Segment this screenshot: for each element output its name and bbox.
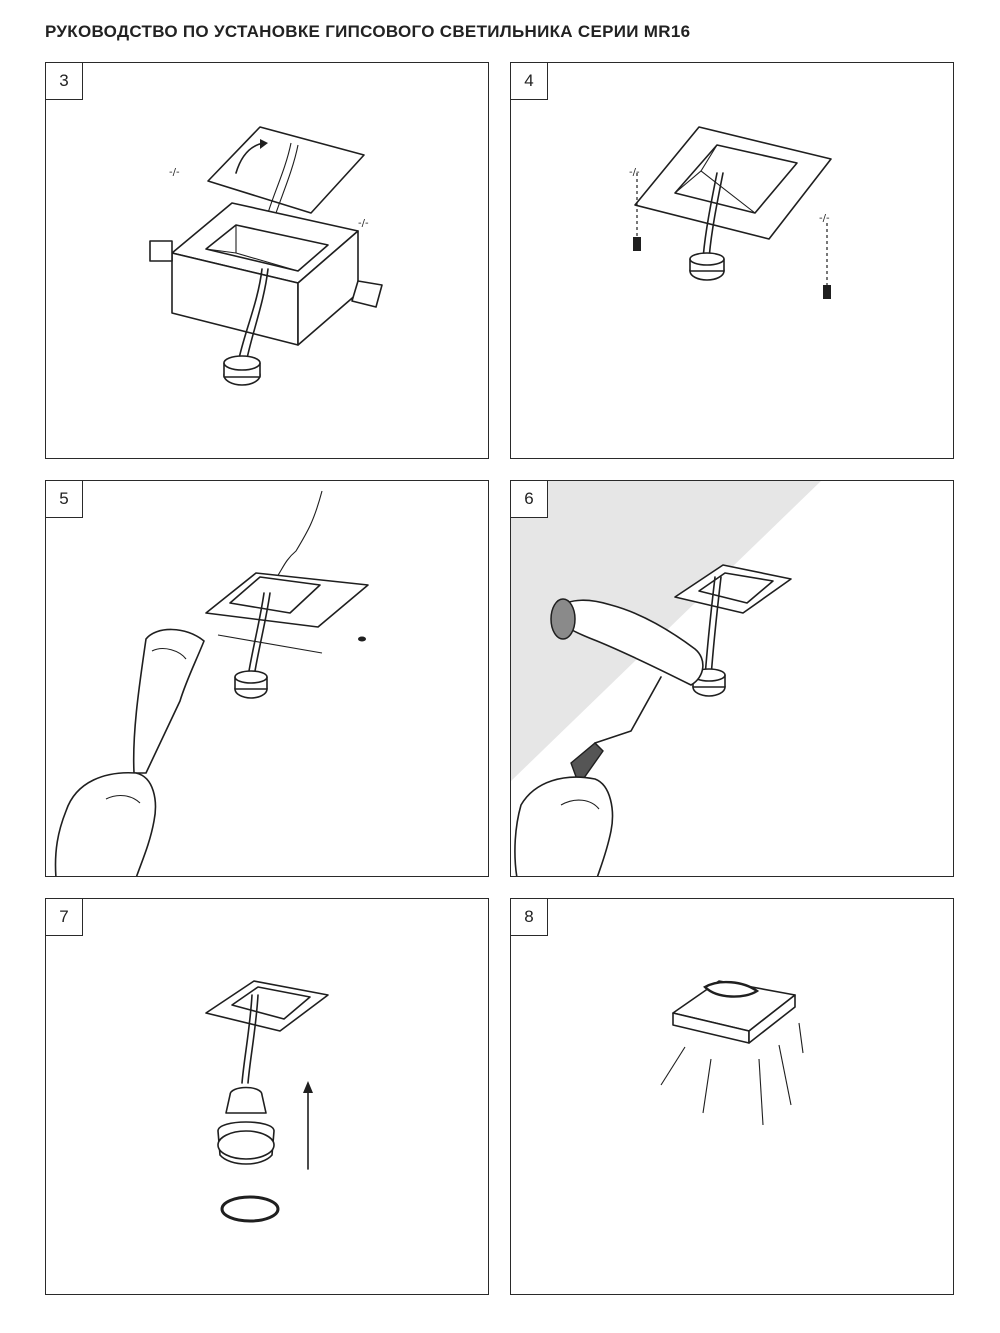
step-7-illustration bbox=[205, 980, 329, 1223]
step-4-illustration: -/- -/- bbox=[629, 126, 832, 299]
step-8-illustration bbox=[660, 980, 804, 1126]
step-number: 8 bbox=[511, 899, 548, 936]
step-6-illustration bbox=[511, 481, 821, 876]
svg-text:-/-: -/- bbox=[358, 218, 369, 229]
step-7-panel: 7 bbox=[45, 898, 489, 1295]
svg-text:-/-: -/- bbox=[819, 213, 830, 224]
step-6-panel: 6 bbox=[510, 480, 954, 877]
document-title: РУКОВОДСТВО ПО УСТАНОВКЕ ГИПСОВОГО СВЕТИ… bbox=[45, 22, 691, 41]
svg-text:-/-: -/- bbox=[169, 167, 180, 178]
step-3-panel: 3 -/- -/- bbox=[45, 62, 489, 459]
step-number: 7 bbox=[46, 899, 83, 936]
svg-text:-/-: -/- bbox=[629, 167, 640, 178]
step-number: 4 bbox=[511, 63, 548, 100]
step-4-panel: 4 -/- -/- bbox=[510, 62, 954, 459]
step-5-panel: 5 bbox=[45, 480, 489, 877]
step-5-illustration bbox=[54, 490, 369, 876]
step-8-panel: 8 bbox=[510, 898, 954, 1295]
step-number: 5 bbox=[46, 481, 83, 518]
step-number: 6 bbox=[511, 481, 548, 518]
step-3-illustration: -/- -/- bbox=[149, 126, 383, 386]
step-number: 3 bbox=[46, 63, 83, 100]
